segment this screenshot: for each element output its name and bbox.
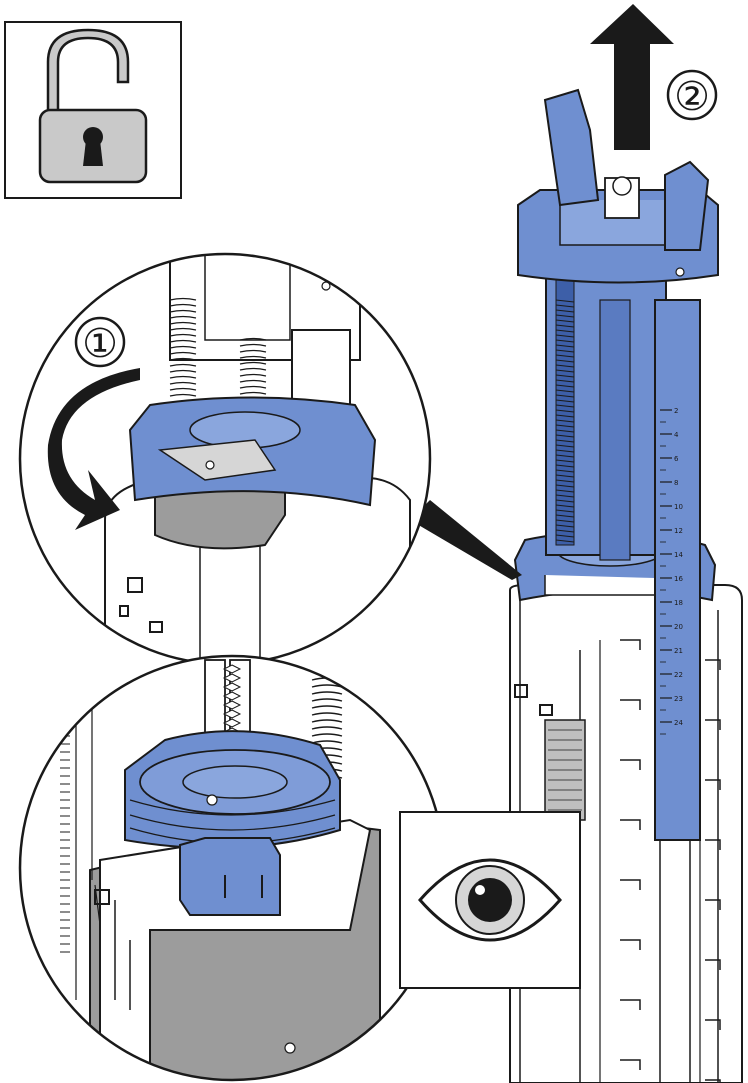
detail-view-inspect — [18, 654, 446, 1082]
housing-scale — [548, 729, 582, 811]
tall-scale-label: 4 — [674, 431, 679, 439]
tall-scale-label: 24 — [674, 719, 683, 727]
tall-scale-label: 20 — [674, 623, 683, 631]
eye-icon — [418, 858, 562, 942]
curved-rotate-arrow-icon — [47, 368, 140, 530]
tall-scale-label: 23 — [674, 695, 683, 703]
tall-scale-label: 12 — [674, 527, 683, 535]
tall-scale-label: 2 — [674, 407, 678, 415]
tall-scale-label: 21 — [674, 647, 683, 655]
unlocked-padlock-icon — [38, 28, 148, 184]
step-1-marker: ① — [74, 316, 126, 368]
callout-pointer-top — [410, 500, 522, 580]
tall-scale-label: 18 — [674, 599, 683, 607]
tall-scale-label: 10 — [674, 503, 683, 511]
inspect-eye-panel — [399, 811, 581, 989]
up-arrow-icon — [590, 4, 674, 150]
unlocked-padlock-panel — [4, 21, 182, 199]
gear-rack — [555, 299, 575, 543]
tall-scale-label: 6 — [674, 455, 679, 463]
tall-scale-label: 22 — [674, 671, 683, 679]
tall-scale-label: 14 — [674, 551, 683, 559]
tall-scale-label: 8 — [674, 479, 678, 487]
step-2-number: ② — [674, 74, 710, 120]
step-1-number: ① — [82, 321, 118, 367]
tall-scale-label: 16 — [674, 575, 683, 583]
step-2-marker: ② — [666, 69, 718, 121]
